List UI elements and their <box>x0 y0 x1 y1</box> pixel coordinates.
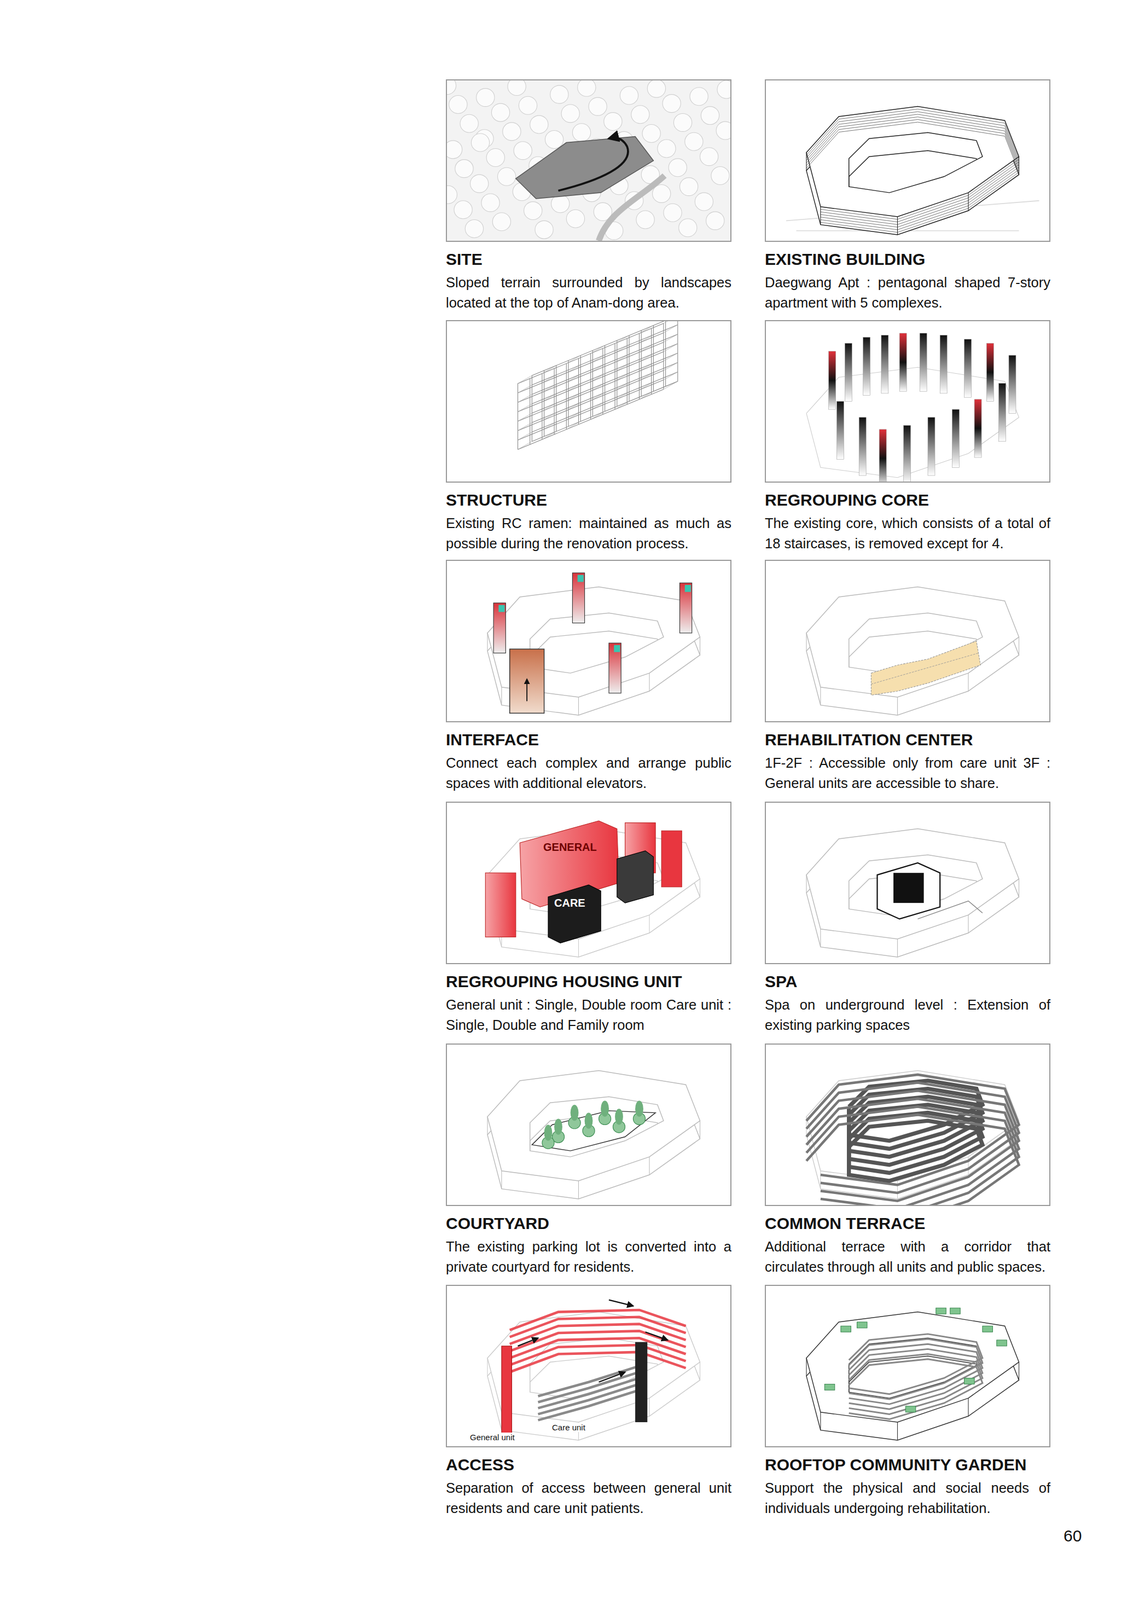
caption-block: REHABILITATION CENTER1F-2F : Accessible … <box>764 559 1051 794</box>
panel-description: The existing parking lot is converted in… <box>445 1236 732 1277</box>
page-number: 60 <box>1063 1526 1082 1545</box>
panel-description: The existing core, which consists of a t… <box>764 513 1051 554</box>
panel-heading: REGROUPING CORE <box>764 490 1051 510</box>
panel-illustration <box>446 1044 731 1205</box>
panel-description: Support the physical and social needs of… <box>764 1477 1051 1519</box>
panel-illustration <box>446 321 731 482</box>
diagram-panel: REGROUPING CORE The existing core, which … <box>764 320 1051 554</box>
panel-heading: SITE <box>445 249 732 270</box>
diagram-panel: REHABILITATION CENTER1F-2F : Accessible … <box>764 559 1051 794</box>
panel-description: 1F-2F : Accessible only from care unit 3… <box>764 752 1051 794</box>
diagram-panel: SPASpa on underground level : Extension … <box>764 801 1051 1036</box>
panel-illustration <box>446 560 731 722</box>
caption-block: SPASpa on underground level : Extension … <box>764 801 1051 1036</box>
diagram-panel: COMMON TERRACEAdditional terrace with a … <box>764 1043 1051 1277</box>
panel-frame <box>764 320 1051 483</box>
caption-block: REGROUPING HOUSING UNITGeneral unit : Si… <box>445 801 732 1036</box>
caption-block: INTERFACEConnect each complex and arrang… <box>445 559 732 794</box>
panel-heading: INTERFACE <box>445 729 732 750</box>
caption-block: ACCESSSeparation of access between gener… <box>445 1284 732 1519</box>
panel-frame <box>445 79 732 242</box>
panel-illustration <box>446 802 731 963</box>
caption-block: COMMON TERRACEAdditional terrace with a … <box>764 1043 1051 1277</box>
caption-block: REGROUPING CORE The existing core, which … <box>764 320 1051 554</box>
diagram-panel: STRUCTURE Existing RC ramen: maintained a… <box>445 320 732 554</box>
panel-description: Spa on underground level : Extension of … <box>764 994 1051 1036</box>
access-label: Care unit <box>550 1422 587 1432</box>
panel-illustration <box>765 80 1050 241</box>
panel-description: Connect each complex and arrange public … <box>445 752 732 794</box>
panel-heading: COMMON TERRACE <box>764 1213 1051 1234</box>
panel-frame <box>764 559 1051 723</box>
unit-label: GENERAL <box>543 840 597 854</box>
panel-description: General unit : Single, Double room Care … <box>445 994 732 1036</box>
panel-heading: REGROUPING HOUSING UNIT <box>445 971 732 992</box>
diagram-panel: GENERALCAREREGROUPING HOUSING UNITGenera… <box>445 801 732 1036</box>
caption-block: SITESloped terrain surrounded by landsca… <box>445 79 732 313</box>
panel-frame <box>764 1043 1051 1206</box>
diagram-panel: INTERFACEConnect each complex and arrang… <box>445 559 732 794</box>
diagram-panel: ROOFTOP COMMUNITY GARDENSupport the phys… <box>764 1284 1051 1519</box>
caption-block: COURTYARDThe existing parking lot is con… <box>445 1043 732 1277</box>
panel-heading: COURTYARD <box>445 1213 732 1234</box>
access-label: General unit <box>468 1432 516 1442</box>
panel-heading: REHABILITATION CENTER <box>764 729 1051 750</box>
panel-heading: EXISTING BUILDING <box>764 249 1051 270</box>
panel-illustration <box>765 321 1050 482</box>
unit-label: CARE <box>554 896 586 910</box>
panel-illustration <box>446 1285 731 1446</box>
caption-block: EXISTING BUILDINGDaegwang Apt : pentagon… <box>764 79 1051 313</box>
diagram-panel: COURTYARDThe existing parking lot is con… <box>445 1043 732 1277</box>
panel-description: Sloped terrain surrounded by landscapes … <box>445 272 732 313</box>
panel-frame <box>764 79 1051 242</box>
panel-frame <box>764 1284 1051 1448</box>
panel-frame: General unit Care unit <box>445 1284 732 1448</box>
panel-description: Existing RC ramen: maintained as much as… <box>445 513 732 554</box>
panel-frame <box>445 320 732 483</box>
panel-illustration <box>446 80 731 241</box>
panel-frame <box>445 559 732 723</box>
panel-illustration <box>765 560 1050 722</box>
caption-block: STRUCTURE Existing RC ramen: maintained a… <box>445 320 732 554</box>
panel-description: Additional terrace with a corridor that … <box>764 1236 1051 1277</box>
diagram-panel: EXISTING BUILDINGDaegwang Apt : pentagon… <box>764 79 1051 313</box>
panel-description: Separation of access between general uni… <box>445 1477 732 1519</box>
caption-block: ROOFTOP COMMUNITY GARDENSupport the phys… <box>764 1284 1051 1519</box>
panel-frame <box>445 1043 732 1206</box>
panel-illustration <box>765 1285 1050 1446</box>
panel-illustration <box>765 802 1050 963</box>
panel-illustration <box>765 1044 1050 1205</box>
diagram-panel: General unitCare unitACCESSSeparation of… <box>445 1284 732 1519</box>
panel-frame: GENERAL CARE <box>445 801 732 964</box>
panel-heading: SPA <box>764 971 1051 992</box>
diagram-panel: SITESloped terrain surrounded by landsca… <box>445 79 732 313</box>
panel-heading: STRUCTURE <box>445 490 732 510</box>
panel-description: Daegwang Apt : pentagonal shaped 7-story… <box>764 272 1051 313</box>
panel-heading: ACCESS <box>445 1454 732 1475</box>
panel-frame <box>764 801 1051 964</box>
panel-heading: ROOFTOP COMMUNITY GARDEN <box>764 1454 1051 1475</box>
